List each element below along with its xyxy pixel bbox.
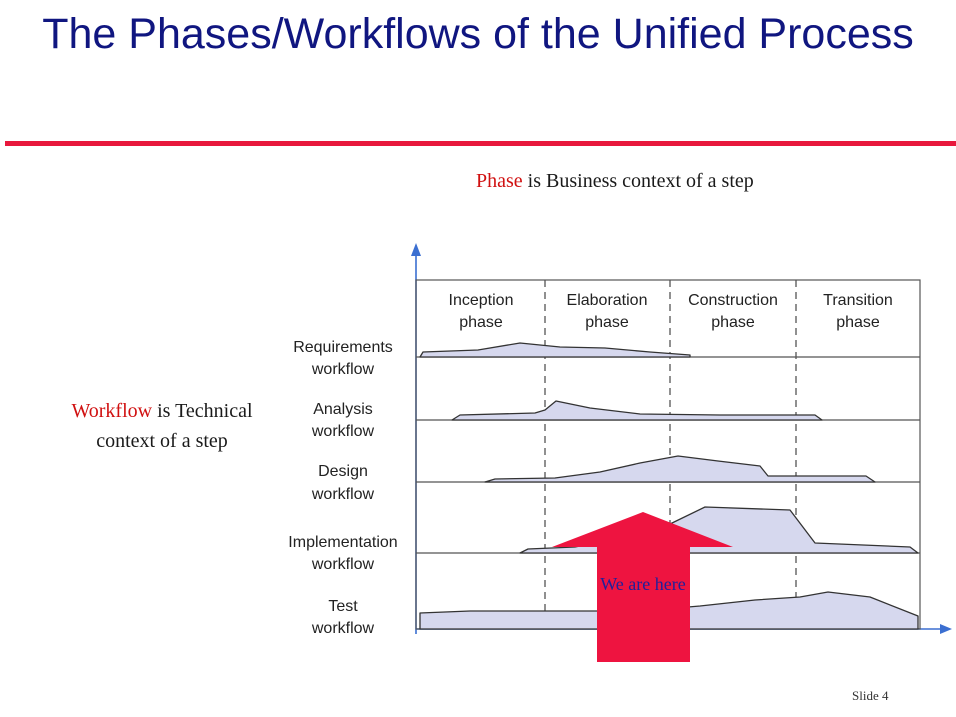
phase-term: Phase [476,170,523,192]
workflow-definition: is Technical context of a step [96,400,253,452]
slide-label: Slide [852,688,879,703]
workflow-label: Analysis [313,401,373,418]
phase-label: Inception [449,292,514,309]
we-are-here-label: We are here [600,574,686,594]
workflow-label: workflow [311,486,375,503]
phase-label: phase [459,314,503,331]
analysis-effort-area [451,400,823,421]
workflow-label: Requirements [293,339,393,356]
phase-label: Transition [823,292,893,309]
phase-label: Elaboration [567,292,648,309]
phase-label: phase [585,314,629,331]
phase-note: Phase is Business context of a step [476,170,754,193]
workflow-term: Workflow [71,400,153,422]
slide-title: The Phases/Workflows of the Unified Proc… [42,10,914,58]
workflow-note: Workflow is Technical context of a step [60,396,264,456]
phase-label: phase [836,314,880,331]
phase-definition: is Business context of a step [522,170,754,192]
workflow-label: Design [318,463,368,480]
workflow-label: workflow [311,423,375,440]
y-axis-arrowhead [411,243,421,256]
phase-label: phase [711,314,755,331]
slide-number: Slide 4 [852,688,888,704]
we-are-here-arrow [552,512,733,662]
x-axis-arrowhead [940,624,952,634]
title-underline [5,141,956,146]
workflow-label: workflow [311,620,375,637]
requirements-effort-area [419,342,691,358]
workflow-label: Implementation [288,534,397,551]
workflow-label: workflow [311,361,375,378]
workflow-label: Test [328,598,358,615]
phase-label: Construction [688,292,778,309]
design-effort-area [484,455,876,483]
slide-index: 4 [881,688,889,703]
workflow-label: workflow [311,556,375,573]
